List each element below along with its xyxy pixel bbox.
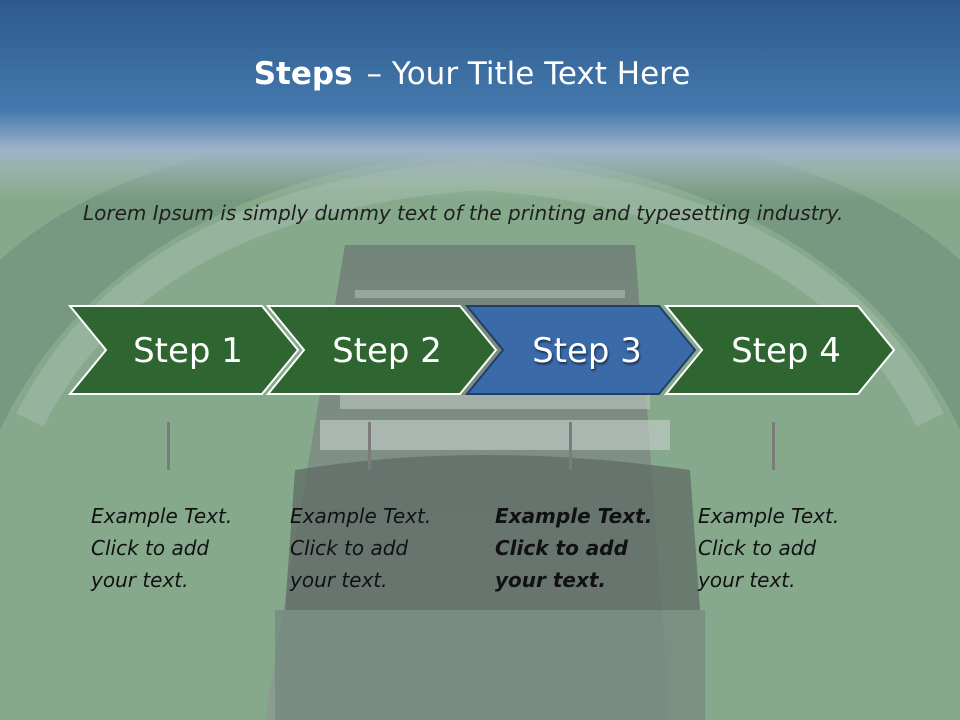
description-line: your text. — [495, 568, 607, 592]
description-line: Click to add — [290, 536, 409, 560]
step-3-connector — [569, 422, 572, 470]
slide-title: Steps – Your Title Text Here — [0, 50, 944, 98]
step-4-label: Step 4 — [731, 331, 841, 371]
description-line: your text. — [91, 568, 189, 592]
description-line: Example Text. — [495, 504, 653, 528]
step-2-label: Step 2 — [332, 331, 442, 371]
description-line: Click to add — [91, 536, 210, 560]
step-3-description[interactable]: Example Text. Click to add your text. — [495, 500, 665, 596]
step-2-arrow[interactable] — [265, 305, 498, 395]
step-2-connector — [368, 422, 371, 470]
description-line: Click to add — [698, 536, 817, 560]
step-1-label: Step 1 — [133, 331, 243, 371]
title-bold: Steps — [253, 56, 353, 92]
step-4-description[interactable]: Example Text. Click to add your text. — [698, 500, 868, 596]
description-line: your text. — [290, 568, 388, 592]
step-3-label: Step 3 — [532, 331, 642, 371]
step-1-connector — [167, 422, 170, 470]
description-line: Example Text. — [698, 504, 840, 528]
intro-text: Lorem Ipsum is simply dummy text of the … — [83, 201, 844, 225]
step-2-description[interactable]: Example Text. Click to add your text. — [290, 500, 460, 596]
description-line: Example Text. — [290, 504, 432, 528]
step-1-description[interactable]: Example Text. Click to add your text. — [91, 500, 261, 596]
description-line: Click to add — [495, 536, 628, 560]
step-3-arrow[interactable] — [464, 305, 697, 395]
description-line: your text. — [698, 568, 796, 592]
step-4-arrow[interactable] — [663, 305, 896, 395]
title-rest: – Your Title Text Here — [366, 56, 691, 92]
step-1-arrow[interactable] — [67, 305, 300, 395]
description-line: Example Text. — [91, 504, 233, 528]
step-4-connector — [772, 422, 775, 470]
